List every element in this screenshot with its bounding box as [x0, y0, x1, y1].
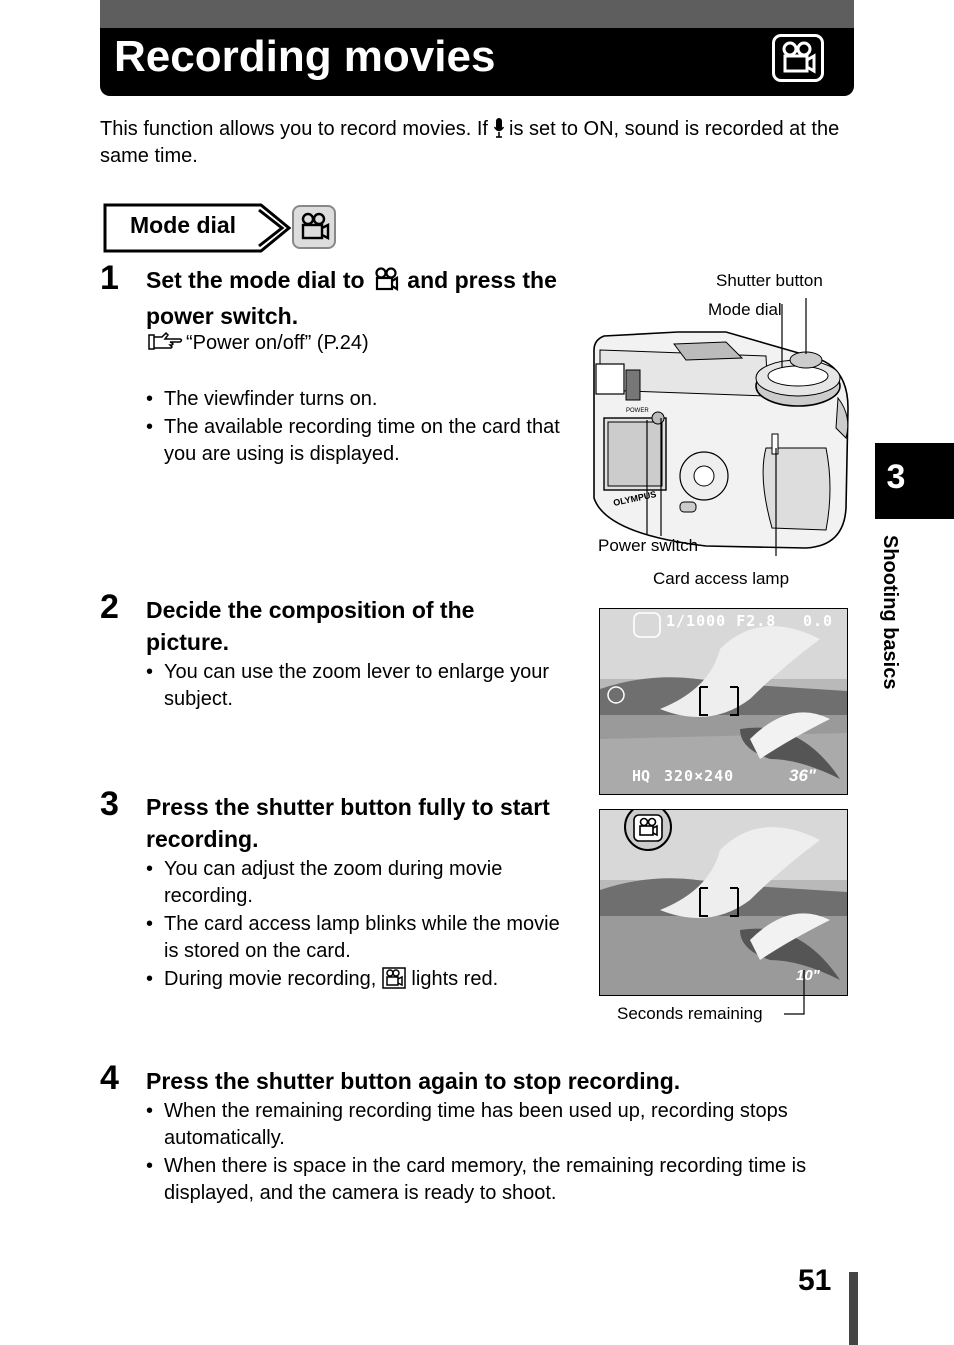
callout-seconds-remaining: Seconds remaining [617, 1004, 763, 1023]
step-3-heading: Press the shutter button fully to start … [146, 794, 550, 852]
lcd-screen-recording: 10" [599, 809, 848, 996]
step-3-bullet-2: The card access lamp blinks while the mo… [146, 911, 564, 965]
step-1-heading-end: and press the power switch. [146, 267, 557, 329]
intro-text: This function allows you to record movie… [100, 116, 860, 170]
step-1-reference: “Power on/off” (P.24) [146, 330, 369, 361]
callout-card-access-lamp: Card access lamp [653, 569, 790, 588]
chapter-number: 3 [886, 458, 906, 496]
title-bar-top [100, 0, 854, 28]
camera-illustration: OLYMPUS POWER [593, 298, 849, 556]
movie-camera-icon [292, 205, 336, 249]
step-1-bullet-2: The available recording time on the card… [146, 414, 574, 468]
title-bar [100, 28, 854, 96]
chapter-label: Shooting basics [879, 535, 901, 690]
movie-camera-icon [371, 266, 401, 300]
step-4-number: 4 [100, 1059, 119, 1097]
step-3-bullet-3: During movie recording, lights red. [146, 966, 564, 997]
mode-dial-badge [103, 203, 292, 253]
callout-shutter-button: Shutter button [716, 271, 823, 290]
step-2-number: 2 [100, 588, 119, 626]
step-4-heading: Press the shutter button again to stop r… [146, 1068, 681, 1094]
step-1-number: 1 [100, 259, 119, 297]
mode-dial-label: Mode dial [130, 212, 237, 238]
seconds-remaining-leader [784, 970, 805, 1015]
step-2-bullet-1: You can use the zoom lever to enlarge yo… [146, 659, 564, 713]
step-1-reference-text: “Power on/off” (P.24) [186, 332, 369, 354]
reference-hand-icon [146, 331, 186, 361]
movie-camera-icon [382, 967, 406, 997]
step-3-bullet-1: You can adjust the zoom during movie rec… [146, 856, 564, 910]
step-4-bullet-2: When there is space in the card memory, … [146, 1153, 864, 1207]
step-3-number: 3 [100, 785, 119, 823]
step-1-heading: Set the mode dial to and press the power… [146, 264, 576, 332]
page-title: Recording movies [114, 32, 496, 81]
step-4-bullet-1: When the remaining recording time has be… [146, 1098, 864, 1152]
step-3-bullet-3-end: lights red. [405, 968, 499, 990]
movie-camera-icon [772, 34, 824, 82]
intro-text-start: This function allows you to record movie… [100, 118, 494, 140]
lcd1-quality: HQ [632, 767, 651, 785]
lcd1-shutter-aperture: 1/1000 F2.8 [666, 612, 777, 630]
lcd1-exposure: 0.0 [803, 612, 834, 630]
step-3-bullet-3-start: During movie recording, [164, 968, 382, 990]
callout-mode-dial: Mode dial [708, 300, 782, 319]
lcd1-seconds: 36" [789, 766, 816, 785]
step-1-heading-start: Set the mode dial to [146, 267, 371, 293]
page-number-bar [849, 1272, 858, 1345]
step-2-heading: Decide the composition of the picture. [146, 597, 475, 655]
microphone-icon [493, 118, 504, 138]
step-1-bullet-1: The viewfinder turns on. [146, 386, 377, 413]
chapter-tab [875, 443, 954, 519]
callout-power-switch: Power switch [598, 536, 699, 555]
intro-text-end: is set to ON, sound is recorded at the s… [100, 118, 840, 167]
lcd1-resolution: 320×240 [664, 767, 735, 785]
camera-power-label: POWER [626, 408, 649, 414]
page-number: 51 [798, 1264, 832, 1297]
lcd2-seconds: 10" [796, 967, 820, 984]
lcd-screen-composing: 1/1000 F2.8 0.0 HQ 320×240 36" [599, 608, 848, 795]
